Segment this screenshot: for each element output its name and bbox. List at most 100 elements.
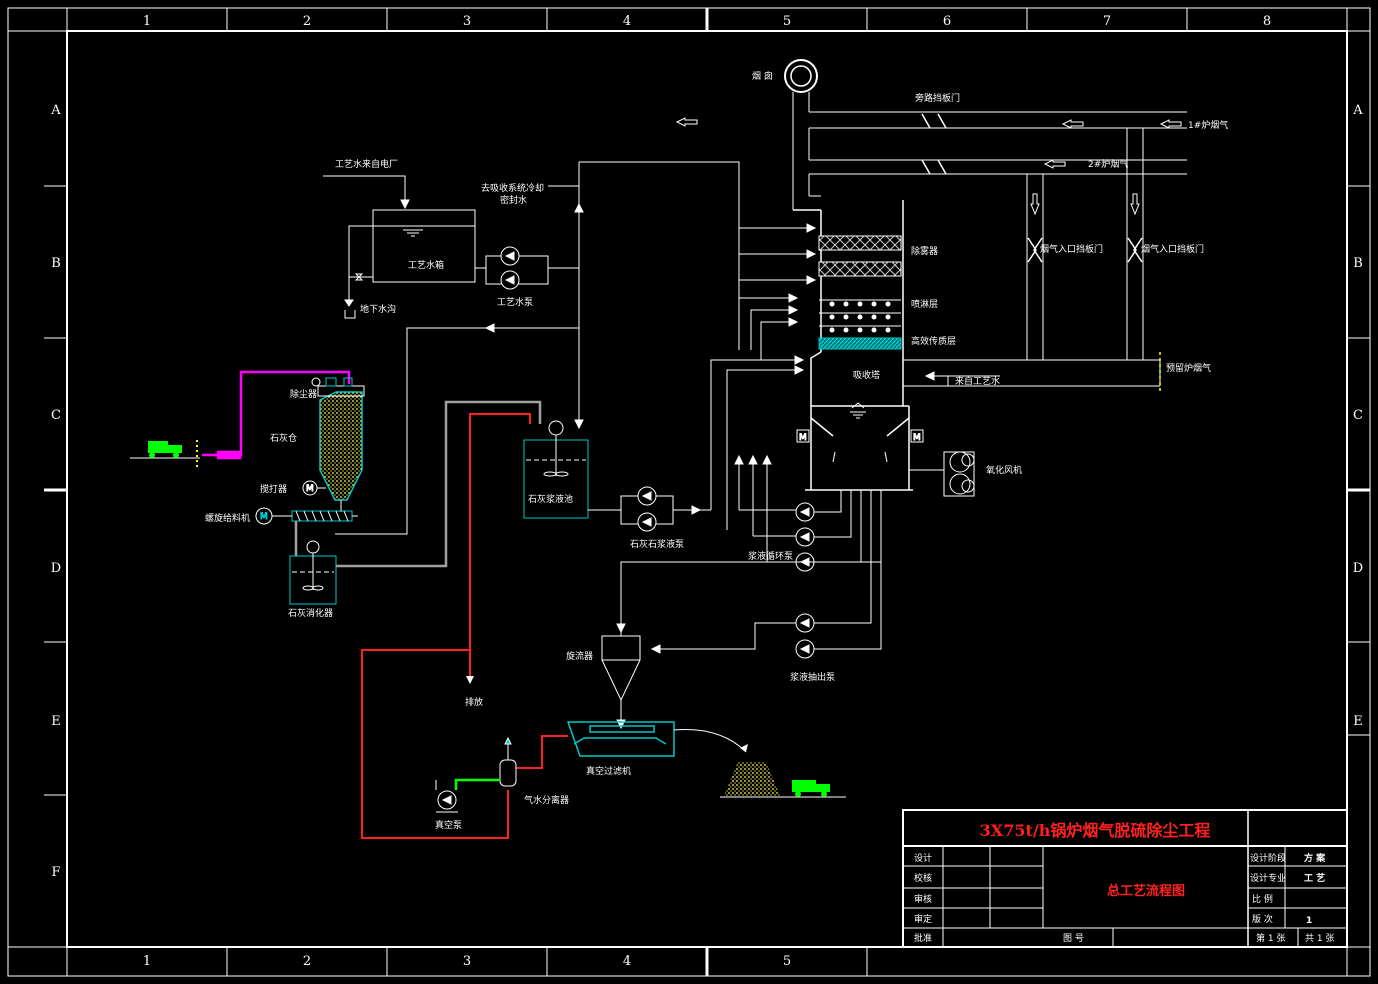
row-label: B <box>51 256 61 271</box>
gas-water-separator[interactable] <box>499 736 517 787</box>
tb-drawing-no: 图 号 <box>1063 933 1084 944</box>
bypass-damper-label: 旁路挡板门 <box>915 92 960 104</box>
dust-collector-icon <box>311 377 321 387</box>
absorber-agitators[interactable]: M M <box>796 429 924 463</box>
row-label: E <box>1353 714 1363 729</box>
lime-slurry-tank-label: 石灰浆液池 <box>528 493 573 505</box>
process-water-pumps[interactable] <box>475 246 579 290</box>
tb-verify: 审定 <box>914 913 932 925</box>
lime-silo-label: 石灰仓 <box>270 432 297 444</box>
oxidation-fan[interactable] <box>909 451 975 497</box>
tb-sheet: 第 1 张 <box>1256 932 1285 944</box>
breaker[interactable]: M <box>302 480 326 496</box>
tb-version-label: 版 次 <box>1252 913 1273 925</box>
row-label: B <box>1353 256 1363 271</box>
slurry-extract-pump-label: 浆液抽出泵 <box>790 671 835 683</box>
drawing-name: 总工艺流程图 <box>1107 883 1185 899</box>
gas-water-separator-label: 气水分离器 <box>524 794 569 806</box>
mass-transfer-label: 高效传质层 <box>911 335 956 347</box>
gypsum-pile <box>724 762 780 796</box>
col-label: 3 <box>463 14 471 29</box>
title-block-text: 3X75t/h锅炉烟气脱硫除尘工程 总工艺流程图 设计 校核 审核 审定 批准 … <box>914 821 1334 944</box>
lime-slaker-label: 石灰消化器 <box>288 607 333 619</box>
demister-label: 除雾器 <box>911 245 938 257</box>
underground-drain-label: 地下水沟 <box>360 303 396 315</box>
process-water-source-label: 工艺水来自电厂 <box>335 158 398 170</box>
boiler2-flue-label: 2#炉烟气 <box>1088 158 1128 170</box>
tb-approve: 批准 <box>914 932 932 944</box>
col-label: 2 <box>303 954 311 969</box>
lime-slaker[interactable] <box>289 540 337 605</box>
absorber-tower[interactable] <box>793 200 913 491</box>
dust-collector-label: 除尘器 <box>290 388 317 400</box>
red-filtrate-line <box>361 413 568 839</box>
oxidation-fan-label: 氧化风机 <box>986 464 1022 476</box>
col-label: 5 <box>783 14 791 29</box>
col-label: 3 <box>463 954 471 969</box>
absorber-label: 吸收塔 <box>853 369 880 381</box>
col-label: 1 <box>143 14 151 29</box>
pneumatic-feed-line <box>202 370 351 460</box>
boiler1-flue-label: 1#炉烟气 <box>1188 119 1228 131</box>
demister-layers <box>818 235 902 277</box>
col-label: 6 <box>943 14 951 29</box>
absorber-labels: 除雾器 喷淋层 高效传质层 吸收塔 来自工艺水 氧化风机 <box>853 245 1022 476</box>
row-label: C <box>1353 408 1363 423</box>
vacuum-filter[interactable] <box>566 721 675 757</box>
process-water-pump-label: 工艺水泵 <box>497 296 533 308</box>
gypsum-truck <box>792 780 830 797</box>
spray-layers <box>819 299 901 333</box>
row-label: C <box>51 408 61 423</box>
gypsum-discharge-arc <box>673 728 747 753</box>
reserve-flue-label: 预留炉烟气 <box>1166 362 1211 374</box>
title-block <box>902 809 1348 948</box>
lime-slurry-pumps[interactable] <box>588 486 711 532</box>
flue-gas-ducts <box>784 59 1187 387</box>
slurry-circ-pump-label: 浆液循环泵 <box>748 550 793 562</box>
slurry-extract-pumps[interactable] <box>650 490 882 659</box>
discharge-label: 排放 <box>465 696 483 708</box>
motor-label: M <box>306 484 314 494</box>
breaker-label: 搅打器 <box>260 483 287 495</box>
process-water-inlet <box>924 371 1000 386</box>
to-absorb-cooling-label: 去吸收系统冷却 <box>481 182 544 194</box>
row-label: A <box>1352 103 1363 118</box>
bypass-damper[interactable] <box>921 113 947 175</box>
screw-feeder-label: 螺旋给料机 <box>205 512 250 524</box>
col-label: 8 <box>1263 14 1271 29</box>
screw-feeder[interactable]: M <box>255 507 358 556</box>
flue-inlet-dampers[interactable] <box>1027 237 1143 263</box>
col-label: 5 <box>783 954 791 969</box>
process-water-distribution <box>335 161 740 535</box>
process-water-tank[interactable] <box>323 175 476 319</box>
from-process-water-label: 来自工艺水 <box>955 375 1000 387</box>
row-label: F <box>51 865 60 880</box>
col-label: 2 <box>303 14 311 29</box>
hydrocyclone[interactable] <box>601 561 881 730</box>
motor-label: M <box>260 512 268 522</box>
tb-version-value: 1 <box>1306 916 1312 926</box>
lime-slurry-tank[interactable] <box>523 420 589 519</box>
green-vacuum-line <box>454 778 500 790</box>
grid-labels: 1 2 3 4 5 6 7 8 1 2 3 4 5 A B C D E F A … <box>50 14 1363 969</box>
tb-total: 共 1 张 <box>1305 933 1334 944</box>
chimney-label: 烟 囱 <box>752 70 773 82</box>
vacuum-filter-label: 真空过滤机 <box>586 765 631 777</box>
tb-design: 设计 <box>914 852 932 864</box>
col-label: 4 <box>623 954 631 969</box>
to-absorb-cooling-label-2: 密封水 <box>500 194 527 206</box>
col-label: 1 <box>143 954 151 969</box>
tb-review: 审核 <box>914 893 932 905</box>
tb-discipline-value: 工 艺 <box>1304 872 1325 884</box>
vacuum-pump[interactable] <box>435 780 458 813</box>
lime-slurry-pump-label: 石灰石浆液泵 <box>630 538 684 550</box>
row-label: D <box>1353 561 1363 576</box>
row-label: D <box>51 561 61 576</box>
vacuum-pump-label: 真空泵 <box>435 819 462 831</box>
row-label: A <box>50 103 61 118</box>
tb-check: 校核 <box>914 872 932 884</box>
lime-silo[interactable] <box>311 377 365 512</box>
flue-inlet-damper-a-label: 烟气入口挡板门 <box>1040 243 1103 255</box>
flow-arrows <box>675 117 1182 216</box>
